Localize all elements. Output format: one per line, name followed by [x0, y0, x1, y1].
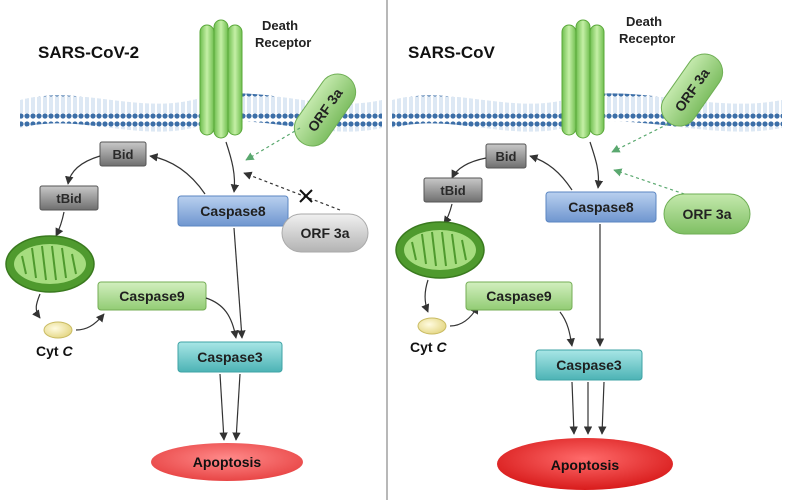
arrow-caspase3-apoptosis-left-2	[232, 373, 241, 441]
arrow-receptor-caspase8-right	[589, 141, 604, 189]
mitochondrion-left	[5, 235, 95, 293]
tbid-label-left: tBid	[56, 191, 81, 206]
caspase8-label-left: Caspase8	[200, 203, 266, 219]
bid-box-left: Bid	[99, 141, 147, 167]
blocked-arrow-left	[243, 171, 341, 211]
caspase3-label-left: Caspase3	[197, 349, 263, 365]
caspase9-box-right: Caspase9	[465, 281, 573, 311]
arrow-tbid-mito-left	[55, 211, 65, 237]
left-panel: SARS-CoV-2 Death Receptor ORF 3a Caspase…	[5, 18, 382, 481]
arrow-cytc-caspase9-left	[75, 313, 105, 331]
activation-arrow-orf-left	[245, 127, 301, 161]
arrow-bid-tbid-right	[451, 157, 487, 179]
cytochrome-c-left	[43, 321, 73, 339]
apoptosis-ellipse-right: Apoptosis	[497, 438, 673, 490]
arrow-receptor-caspase8-left	[225, 141, 240, 193]
receptor-label-line1-right: Death	[626, 14, 662, 29]
activation-arrow-orf-membrane-right	[611, 123, 669, 153]
cytochrome-c-right	[417, 317, 447, 335]
caspase8-label-right: Caspase8	[568, 199, 634, 215]
arrow-mito-cytc-left	[32, 293, 41, 319]
arrow-caspase3-apoptosis-right-3	[598, 381, 607, 435]
orf3a-blocked-label-left: ORF 3a	[300, 225, 349, 241]
orf3a-cytosol-right: ORF 3a	[663, 193, 751, 235]
death-receptor-left	[199, 19, 243, 139]
orf3a-cytosol-label-right: ORF 3a	[682, 206, 731, 222]
arrow-caspase8-bid-left	[149, 153, 206, 195]
arrow-mito-cytc-right	[421, 279, 430, 313]
right-panel: SARS-CoV Death Receptor ORF 3a Caspase8 …	[392, 14, 782, 490]
caspase3-label-right: Caspase3	[556, 357, 622, 373]
tbid-label-right: tBid	[440, 183, 465, 198]
caspase9-box-left: Caspase9	[97, 281, 207, 311]
receptor-label-line1-left: Death	[262, 18, 298, 33]
arrow-caspase9-caspase3-left	[205, 297, 239, 339]
apoptosis-label-right: Apoptosis	[551, 457, 620, 473]
caspase3-box-left: Caspase3	[177, 341, 283, 373]
mitochondrion-right	[395, 221, 485, 279]
apoptosis-label-left: Apoptosis	[193, 454, 262, 470]
panel-title-left: SARS-CoV-2	[38, 43, 139, 62]
panel-title-right: SARS-CoV	[408, 43, 496, 62]
orf3a-blocked-left: ORF 3a	[281, 213, 369, 253]
cytc-label-left: Cyt C	[36, 343, 73, 359]
bid-box-right: Bid	[485, 143, 527, 169]
arrow-caspase8-bid-right	[529, 154, 573, 191]
arrow-bid-tbid-left	[65, 155, 101, 185]
death-receptor-right	[561, 19, 605, 139]
cytc-label-right: Cyt C	[410, 339, 447, 355]
arrow-caspase8-caspase3-left	[233, 227, 246, 339]
caspase9-label-right: Caspase9	[486, 288, 552, 304]
arrow-caspase9-caspase3-right	[559, 311, 575, 347]
caspase8-box-right: Caspase8	[545, 191, 657, 223]
bid-label-right: Bid	[496, 149, 517, 164]
caspase8-box-left: Caspase8	[177, 195, 289, 227]
tbid-box-right: tBid	[423, 177, 483, 203]
arrow-caspase3-apoptosis-left-1	[219, 373, 228, 441]
bid-label-left: Bid	[113, 147, 134, 162]
arrow-tbid-mito-right	[443, 203, 453, 225]
caspase3-box-right: Caspase3	[535, 349, 643, 381]
tbid-box-left: tBid	[39, 185, 99, 211]
apoptosis-ellipse-left: Apoptosis	[151, 443, 303, 481]
block-cross-icon	[299, 189, 313, 203]
receptor-label-line2-left: Receptor	[255, 35, 311, 50]
caspase9-label-left: Caspase9	[119, 288, 185, 304]
receptor-label-line2-right: Receptor	[619, 31, 675, 46]
arrow-caspase3-apoptosis-right-1	[569, 381, 578, 435]
activation-arrow-orf-cytosol-right	[613, 168, 691, 197]
